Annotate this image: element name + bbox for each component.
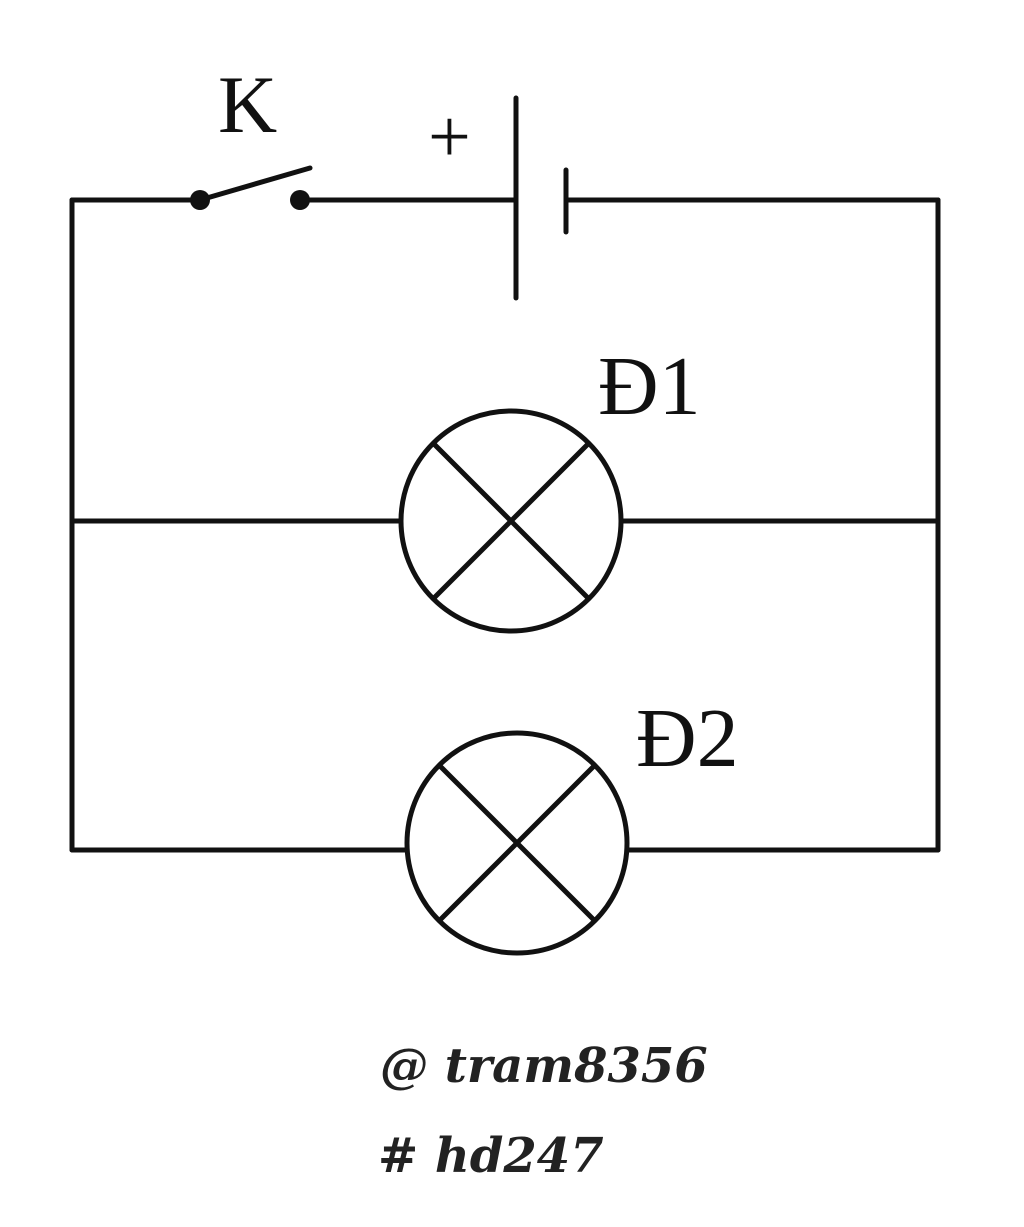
battery: +: [428, 95, 569, 301]
lamp-d1-cross-b: [431, 441, 591, 601]
lamp-d2-label: Đ2: [636, 692, 739, 785]
battery-positive-sign: +: [428, 95, 471, 179]
switch-k: K: [190, 59, 313, 210]
lamp-d1-label: Đ1: [598, 340, 701, 433]
lamp-d2-cross-b: [437, 763, 597, 923]
switch-contact-right: [290, 190, 310, 210]
watermark-line1: @ tram8356: [380, 1038, 708, 1094]
watermark: @ tram8356 # hd247: [378, 1038, 708, 1184]
watermark-line2: # hd247: [378, 1128, 604, 1184]
switch-label: K: [218, 59, 277, 150]
lamp-d2: Đ2: [404, 692, 739, 956]
switch-lever: [197, 165, 313, 203]
circuit-wires: [69, 197, 941, 853]
lamp-d1: Đ1: [398, 340, 701, 634]
